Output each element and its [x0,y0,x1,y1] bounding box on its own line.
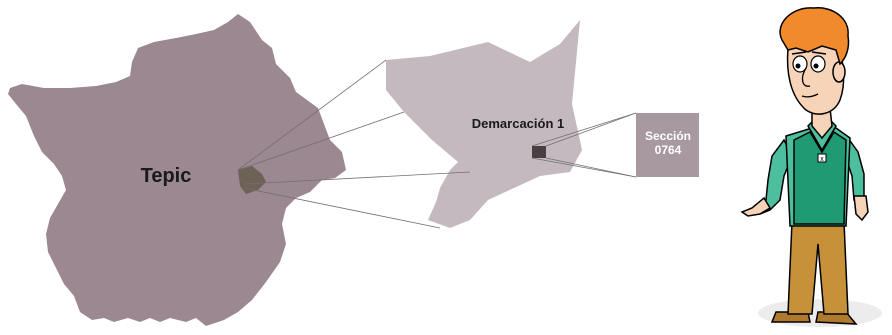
pants [787,221,849,315]
demarcation-shape [386,20,582,228]
badge-icon [817,153,827,163]
section-label-line2: 0764 [655,143,682,157]
mouth [801,93,819,98]
right-eye [810,55,826,73]
section-marker [532,146,546,158]
demarcation-label: Demarcación 1 [472,116,565,131]
connector-lines-1 [237,59,471,229]
left-hand [740,196,772,217]
vest [793,130,847,225]
municipality-shape [8,14,346,326]
nose [801,67,811,87]
ear [832,61,846,83]
municipality-label: Tepic [141,165,192,187]
right-hand [853,195,869,222]
brows [791,51,827,55]
connector-lines-2 [531,112,637,178]
character-icon: x [740,7,882,327]
hair [779,7,850,66]
badge-text: x [820,156,824,163]
right-pupil [813,63,819,69]
section-label-line1: Sección [645,129,691,143]
section-shape [636,113,699,177]
left-pupil [795,63,801,69]
highlight-area [238,166,266,194]
